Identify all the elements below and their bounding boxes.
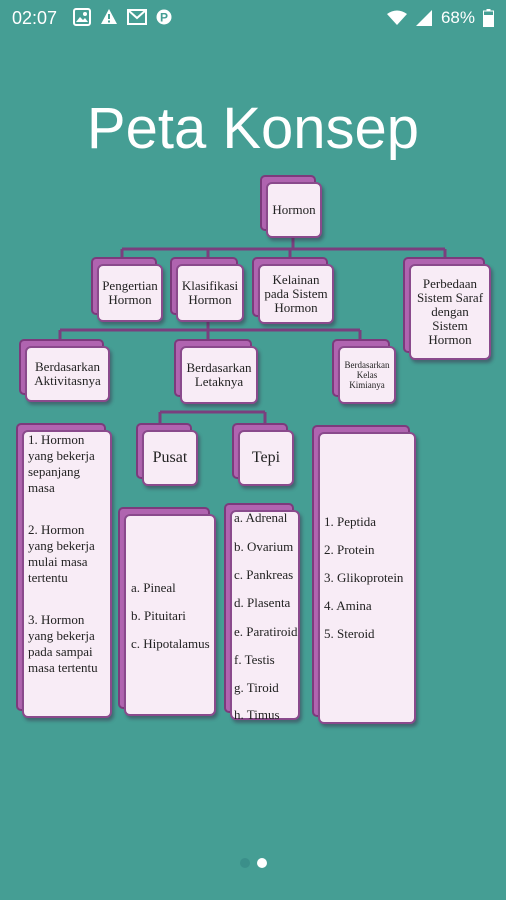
node-tepi-label: Tepi xyxy=(251,449,281,466)
list-item: e. Paratiroid xyxy=(234,624,298,639)
alert-icon xyxy=(101,9,117,24)
page-title: Peta Konsep xyxy=(86,96,420,161)
list-item: a. Pineal xyxy=(131,580,176,595)
node-pusat: Pusat xyxy=(136,423,198,486)
list-pusat-items: a. Pineal b. Pituitari c. Hipotalamus xyxy=(124,514,216,716)
page-indicator-dot-1[interactable] xyxy=(240,858,250,868)
list-item: 1. Peptida xyxy=(324,514,376,529)
list-item: d. Plasenta xyxy=(234,595,291,610)
list-tepi: a. Adrenal b. Ovarium c. Pankreas d. Pla… xyxy=(224,503,300,722)
svg-text:P: P xyxy=(160,11,168,25)
node-pusat-label: Pusat xyxy=(152,449,188,466)
list-item: h. Timus xyxy=(234,707,280,722)
node-aktivitas: Berdasarkan Aktivitasnya xyxy=(19,339,110,402)
status-bar: 02:07 P 68% xyxy=(0,0,506,36)
wifi-icon xyxy=(386,10,407,25)
list-item: f. Testis xyxy=(234,652,275,667)
list-item: 2. Hormon yang bekerja mulai masa terten… xyxy=(28,522,95,585)
list-kimia-items: 1. Peptida 2. Protein 3. Glikoprotein 4.… xyxy=(318,432,416,724)
node-kelainan: Kelainan pada Sistem Hormon xyxy=(252,257,334,324)
battery-icon xyxy=(483,9,494,27)
list-pusat: a. Pineal b. Pituitari c. Hipotalamus xyxy=(118,507,216,716)
node-klasifikasi-label: Klasifikasi Hormon xyxy=(181,278,239,307)
node-hormon: Hormon xyxy=(260,175,322,238)
node-perbedaan: Perbedaan Sistem Saraf dengan Sistem Hor… xyxy=(403,257,491,360)
node-klasifikasi: Klasifikasi Hormon xyxy=(170,257,244,322)
node-letak: Berdasarkan Letaknya xyxy=(174,339,258,404)
list-aktivitas: 1. Hormon yang bekerja sepanjang masa 2.… xyxy=(16,423,112,718)
list-item: a. Adrenal xyxy=(234,510,288,525)
list-item: 4. Amina xyxy=(324,598,372,613)
list-kimia: 1. Peptida 2. Protein 3. Glikoprotein 4.… xyxy=(312,425,416,724)
node-kimia: Berdasarkan Kelas Kimianya xyxy=(332,339,396,404)
node-hormon-label: Hormon xyxy=(272,202,316,217)
node-perbedaan-label: Perbedaan Sistem Saraf dengan Sistem Hor… xyxy=(416,276,484,347)
signal-icon xyxy=(415,10,432,26)
list-item: c. Pankreas xyxy=(234,567,294,582)
gallery-icon xyxy=(73,8,91,26)
list-item: b. Pituitari xyxy=(131,608,186,623)
list-item: g. Tiroid xyxy=(234,680,279,695)
node-tepi: Tepi xyxy=(232,423,294,486)
gmail-icon xyxy=(127,9,147,25)
list-aktivitas-items: 1. Hormon yang bekerja sepanjang masa 2.… xyxy=(22,430,112,718)
list-item: 5. Steroid xyxy=(324,626,375,641)
node-pengertian: Pengertian Hormon xyxy=(91,257,163,322)
list-item: 3. Hormon yang bekerja pada sampai masa … xyxy=(28,612,98,675)
node-pengertian-label: Pengertian Hormon xyxy=(102,278,158,307)
p-icon: P xyxy=(156,9,172,25)
node-letak-label: Berdasarkan Letaknya xyxy=(186,360,252,389)
list-item: c. Hipotalamus xyxy=(131,636,210,651)
status-time: 02:07 xyxy=(12,8,58,28)
list-item: 3. Glikoprotein xyxy=(324,570,404,585)
page-indicator-dot-2[interactable] xyxy=(257,858,267,868)
node-kelainan-label: Kelainan pada Sistem Hormon xyxy=(264,272,328,315)
list-item: b. Ovarium xyxy=(234,539,294,554)
list-item: 2. Protein xyxy=(324,542,375,557)
node-aktivitas-label: Berdasarkan Aktivitasnya xyxy=(34,359,101,388)
list-item: 1. Hormon yang bekerja sepanjang masa xyxy=(28,432,95,495)
node-kimia-label: Berdasarkan Kelas Kimianya xyxy=(344,360,390,390)
list-tepi-items: a. Adrenal b. Ovarium c. Pankreas d. Pla… xyxy=(230,510,300,722)
battery-percent: 68% xyxy=(440,8,475,27)
